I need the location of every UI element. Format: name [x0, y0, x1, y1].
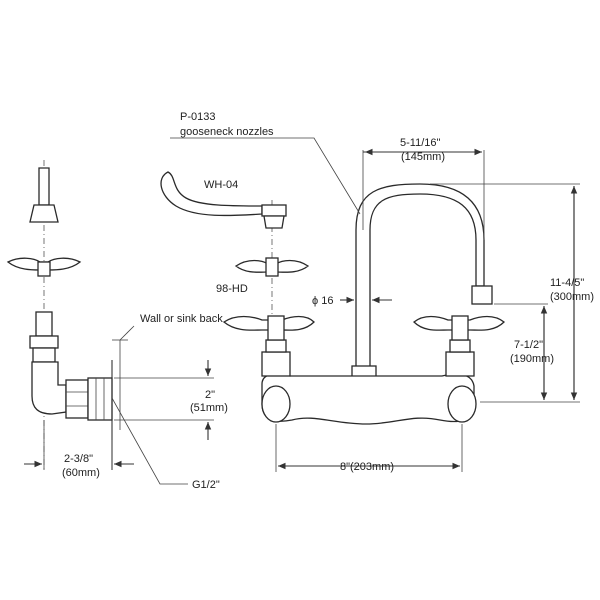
dim-inlet-mm: (51mm) [190, 402, 228, 414]
dim-spout-height-in: 7-1/2" [514, 339, 543, 351]
side-flange [87, 377, 113, 421]
dim-spout-height-mm: (190mm) [510, 353, 554, 365]
right-inlet [447, 385, 477, 423]
left-valve-bonnet [261, 351, 291, 377]
side-body-elbow [31, 361, 67, 415]
thread-leader [111, 397, 188, 485]
dim-depth-mm: (60mm) [62, 467, 100, 479]
side-bonnet-nut [32, 347, 56, 363]
front-view: 5-11/16" (145mm) 11-4/5" (300mm) 7-1/2" … [170, 111, 594, 473]
label-gooseneck: gooseneck nozzles [180, 126, 274, 138]
dim-inlet-in: 2" [205, 389, 215, 401]
label-wh04: WH-04 [204, 179, 238, 191]
side-coupling-nut [65, 379, 89, 419]
dim-diameter: ϕ 16 [312, 295, 333, 307]
label-p0133: P-0133 [180, 111, 215, 123]
right-valve-bonnet [445, 351, 475, 377]
side-view: 2" (51mm) 2-3/8" (60mm) G1/2" Wall or si… [6, 160, 228, 491]
side-lever-hub [37, 261, 51, 277]
wrist-blade-hub [261, 204, 287, 217]
side-bonnet [29, 335, 59, 349]
left-inlet [261, 385, 291, 423]
nozzle-leader [170, 137, 361, 215]
dim-depth-in: 2-3/8" [64, 453, 93, 465]
dim-height-mm: (300mm) [550, 291, 594, 303]
spout-nozzle-tip [471, 285, 493, 305]
dim-center: 8"(203mm) [340, 461, 394, 473]
side-stem [35, 311, 53, 337]
dim-thread: G1/2" [192, 479, 220, 491]
label-98hd: 98-HD [216, 283, 248, 295]
wall-note: Wall or sink back [140, 313, 223, 325]
wall-note-leader [119, 325, 135, 341]
dim-height-in: 11-4/5" [550, 277, 584, 289]
dim-reach-mm: (145mm) [401, 151, 445, 163]
faucet-body [261, 373, 475, 425]
side-blade-handle [38, 167, 50, 206]
dim-reach-in: 5-11/16" [400, 137, 440, 149]
side-blade-base [29, 204, 59, 223]
handle-options: WH-04 98-HD [160, 171, 310, 330]
